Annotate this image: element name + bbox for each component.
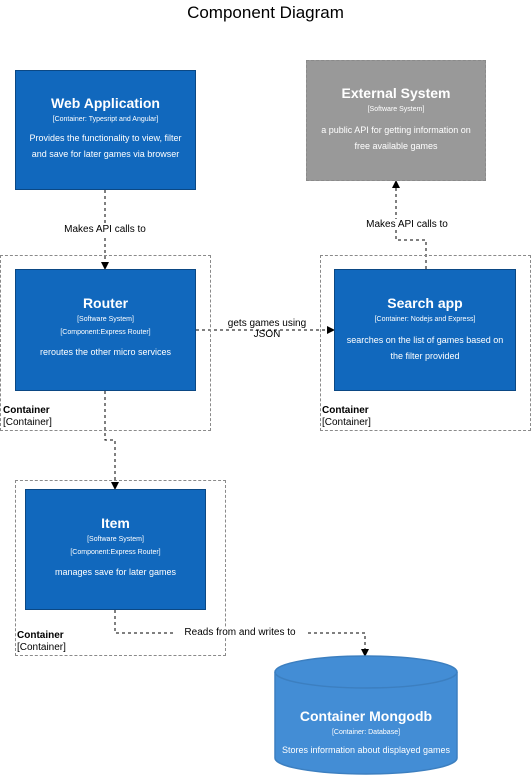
database-content: Container Mongodb [Container: Database] … xyxy=(274,708,458,755)
edge-label-router-search: gets games using JSON xyxy=(227,318,307,340)
boundary-name: Container xyxy=(3,405,50,416)
item-tech: [Software System] xyxy=(87,536,144,543)
item-boundary xyxy=(15,480,226,656)
boundary-type: [Container] xyxy=(3,417,52,428)
router-boundary-label: Container [Container] xyxy=(3,405,52,429)
database-desc: Stores information about displayed games xyxy=(281,745,451,755)
item-tech-component: [Component:Express Router] xyxy=(70,549,161,556)
router-tech: [Software System] xyxy=(77,316,134,323)
external-system-name: External System xyxy=(341,85,451,101)
boundary-name: Container xyxy=(322,405,369,416)
router-box[interactable]: Router [Software System] [Component:Expr… xyxy=(15,269,196,391)
search-app-desc: searches on the list of games based on t… xyxy=(346,335,504,361)
database-name: Container Mongodb xyxy=(299,708,433,724)
edge-label-web-router: Makes API calls to xyxy=(55,224,155,235)
diagram-title: Component Diagram xyxy=(187,3,344,22)
router-tech-component: [Component:Express Router] xyxy=(60,329,151,336)
boundary-type: [Container] xyxy=(17,642,66,653)
item-desc: manages save for later games xyxy=(54,567,177,577)
search-app-tech: [Container: Nodejs and Express] xyxy=(374,316,476,323)
search-app-name: Search app xyxy=(387,295,463,311)
web-application-desc: Provides the functionality to view, filt… xyxy=(29,133,182,159)
database-tech: [Container: Database] xyxy=(331,729,401,736)
boundary-type: [Container] xyxy=(322,417,371,428)
edge-router-item xyxy=(104,391,119,490)
edge-label-search-external: Makes API calls to xyxy=(357,219,457,230)
search-boundary-label: Container [Container] xyxy=(322,405,371,429)
edge-label-item-db: Reads from and writes to xyxy=(175,627,305,638)
router-name: Router xyxy=(82,295,129,311)
web-application-tech: [Container: Typesript and Angular] xyxy=(52,116,159,123)
item-name: Item xyxy=(101,515,130,531)
web-application-name: Web Application xyxy=(51,95,160,111)
web-application-box[interactable]: Web Application [Container: Typesript an… xyxy=(15,70,196,190)
item-boundary-label: Container [Container] xyxy=(17,630,66,654)
boundary-name: Container xyxy=(17,630,64,641)
router-desc: reroutes the other micro services xyxy=(39,347,172,357)
database-cylinder[interactable] xyxy=(274,655,458,776)
external-system-tech: [Software System] xyxy=(367,106,425,113)
edge-item-db xyxy=(114,610,369,657)
search-app-box[interactable]: Search app [Container: Nodejs and Expres… xyxy=(334,269,516,391)
edge-search-external xyxy=(392,180,427,269)
external-system-desc: a public API for getting information on … xyxy=(321,125,471,151)
external-system-box[interactable]: External System [Software System] a publ… xyxy=(306,60,486,181)
router-boundary xyxy=(0,255,211,431)
item-box[interactable]: Item [Software System] [Component:Expres… xyxy=(25,489,206,610)
